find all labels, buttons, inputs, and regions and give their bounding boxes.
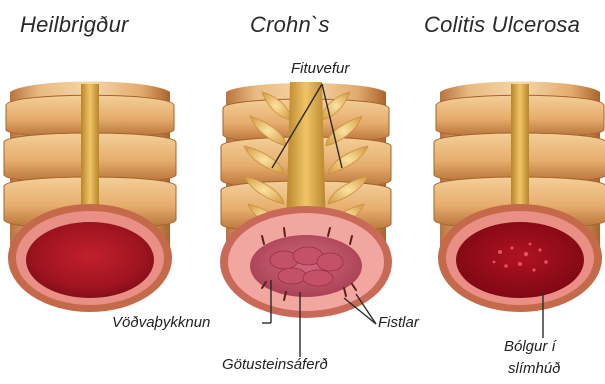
label-inflammation-line1: Bólgur í (504, 338, 556, 355)
label-fat-tissue: Fituvefur (291, 60, 349, 77)
crohns-colon (220, 82, 392, 318)
colitis-colon (434, 82, 605, 313)
label-fistulas: Fistlar (378, 314, 419, 331)
label-inflammation-line2: slímhúð (508, 360, 561, 377)
title-crohns: Crohn`s (250, 12, 330, 38)
title-healthy: Heilbrigður (20, 12, 129, 38)
label-cobblestone: Götusteinsáferð (222, 356, 328, 373)
label-muscle-thickening: Vöðvaþykknun (112, 314, 210, 331)
title-colitis: Colitis Ulcerosa (424, 12, 580, 38)
healthy-colon (4, 82, 176, 313)
